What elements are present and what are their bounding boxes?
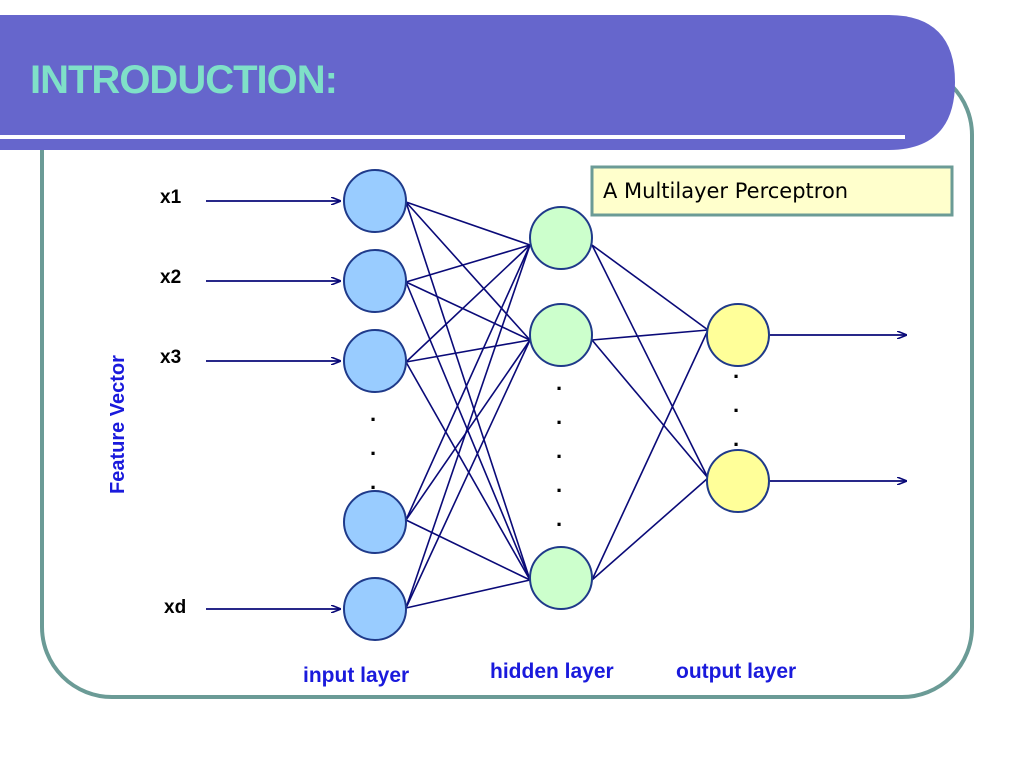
input-label-x3: x3 xyxy=(160,347,181,368)
input-label-x2: x2 xyxy=(160,267,181,288)
input-ellipsis: . . . xyxy=(370,401,376,494)
caption-text: A Multilayer Perceptron xyxy=(603,179,848,203)
input-layer-label: input layer xyxy=(303,664,409,687)
input-node xyxy=(343,329,407,393)
hidden-node xyxy=(529,546,593,610)
output-ellipsis: . . . xyxy=(733,358,739,451)
input-node xyxy=(343,169,407,233)
hidden-node xyxy=(529,303,593,367)
ellipsis-dot: . xyxy=(556,370,562,395)
ellipsis-dot: . xyxy=(556,472,562,497)
slide-title: INTRODUCTION: xyxy=(30,58,337,102)
input-arrows xyxy=(206,201,340,609)
input-node xyxy=(343,490,407,554)
ellipsis-dot: . xyxy=(370,435,376,460)
ellipsis-dot: . xyxy=(556,404,562,429)
input-label-xd: xd xyxy=(164,597,186,618)
input-node xyxy=(343,577,407,641)
hidden-node xyxy=(529,206,593,270)
input-hidden-edges xyxy=(405,201,531,609)
ellipsis-dot: . xyxy=(556,438,562,463)
ellipsis-dot: . xyxy=(370,401,376,426)
ellipsis-dot: . xyxy=(556,506,562,531)
ellipsis-dot: . xyxy=(370,469,376,494)
ellipsis-dot: . xyxy=(733,358,739,383)
output-arrows xyxy=(770,335,906,481)
input-layer-nodes xyxy=(343,169,407,641)
hidden-layer-label: hidden layer xyxy=(490,660,614,683)
feature-vector-label: Feature Vector xyxy=(107,355,129,494)
hidden-output-edges xyxy=(591,244,709,581)
input-label-x1: x1 xyxy=(160,187,182,208)
hidden-layer-nodes xyxy=(529,206,593,610)
output-layer-label: output layer xyxy=(676,660,796,683)
caption-box xyxy=(590,165,954,217)
output-layer-nodes xyxy=(706,303,770,513)
hidden-ellipsis: . . . . . xyxy=(556,370,562,531)
output-node xyxy=(706,303,770,367)
ellipsis-dot: . xyxy=(733,426,739,451)
title-banner xyxy=(0,15,955,150)
input-node xyxy=(343,249,407,313)
ellipsis-dot: . xyxy=(733,392,739,417)
output-node xyxy=(706,449,770,513)
